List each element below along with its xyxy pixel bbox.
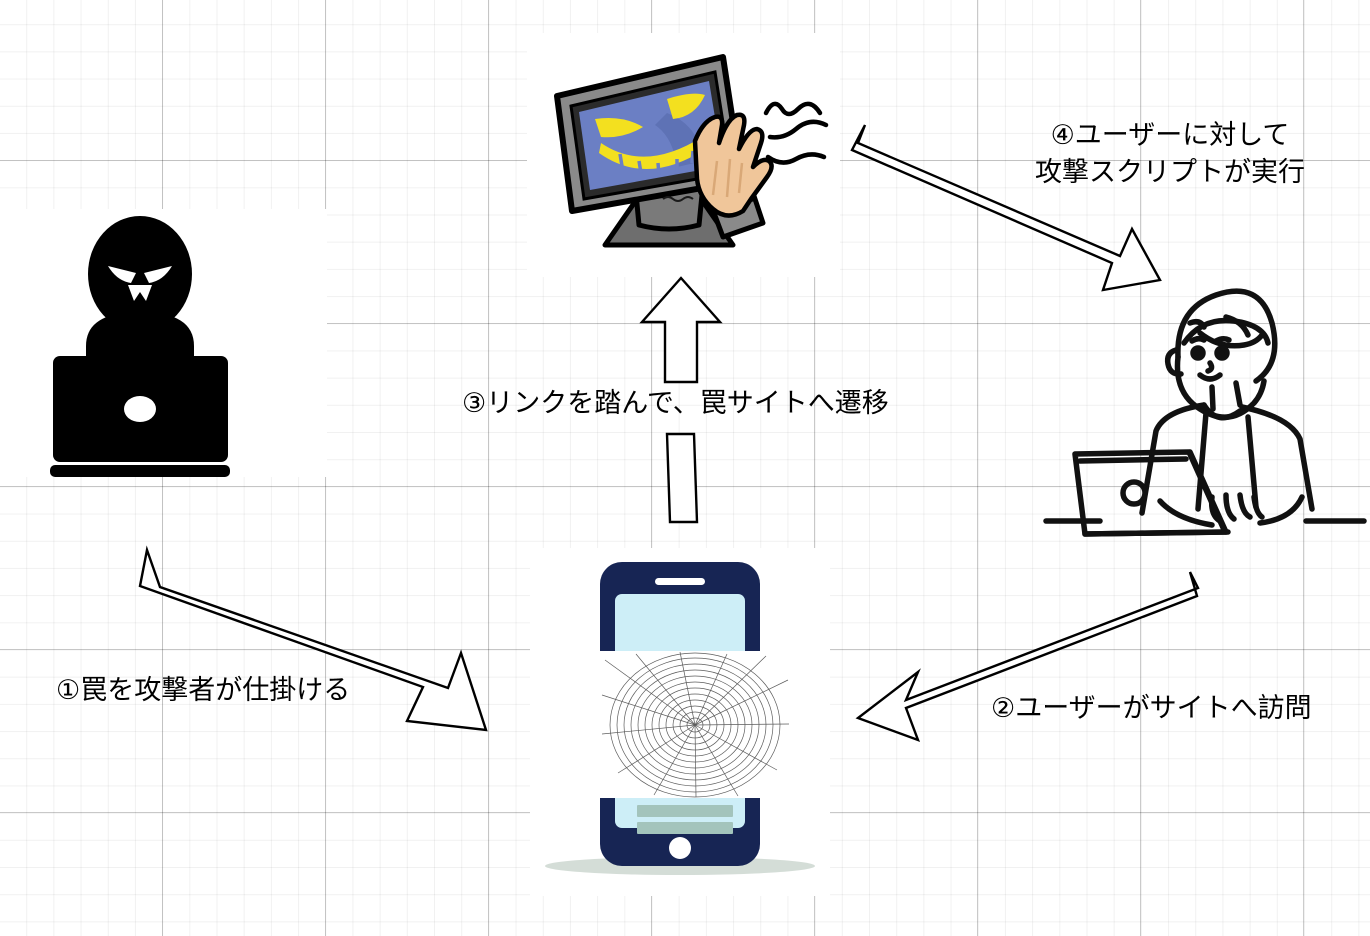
trap-site-smartphone (545, 562, 815, 875)
arrow-step-4 (850, 124, 1162, 292)
step-4-label-line-1: ④ユーザーに対して (1050, 120, 1290, 151)
arrow-step-2 (855, 571, 1200, 743)
malicious-monitor-image-plate (527, 33, 840, 277)
user-image-plate (1040, 265, 1370, 537)
arrow-step-3-tail (665, 432, 699, 524)
step-4-label: ④ユーザーに対して 攻撃スクリプトが実行 (1024, 117, 1316, 192)
spider-web-icon (601, 651, 790, 798)
user-person-illustration (1043, 288, 1367, 537)
step-3-label: ③リンクを踏んで、罠サイトへ遷移 (462, 388, 889, 419)
malicious-monitor-illustration (554, 54, 829, 248)
step-2-label: ②ユーザーがサイトへ訪問 (991, 693, 1312, 724)
attacker-image-plate (0, 209, 327, 477)
arrow-step-1 (138, 545, 488, 732)
attacker-hacker-icon (50, 216, 230, 477)
trap-site-phone-image-plate (530, 548, 830, 896)
step-1-label: ①罠を攻撃者が仕掛ける (56, 675, 351, 706)
step-4-label-line-2: 攻撃スクリプトが実行 (1035, 157, 1305, 189)
arrow-step-3-head (639, 276, 723, 384)
